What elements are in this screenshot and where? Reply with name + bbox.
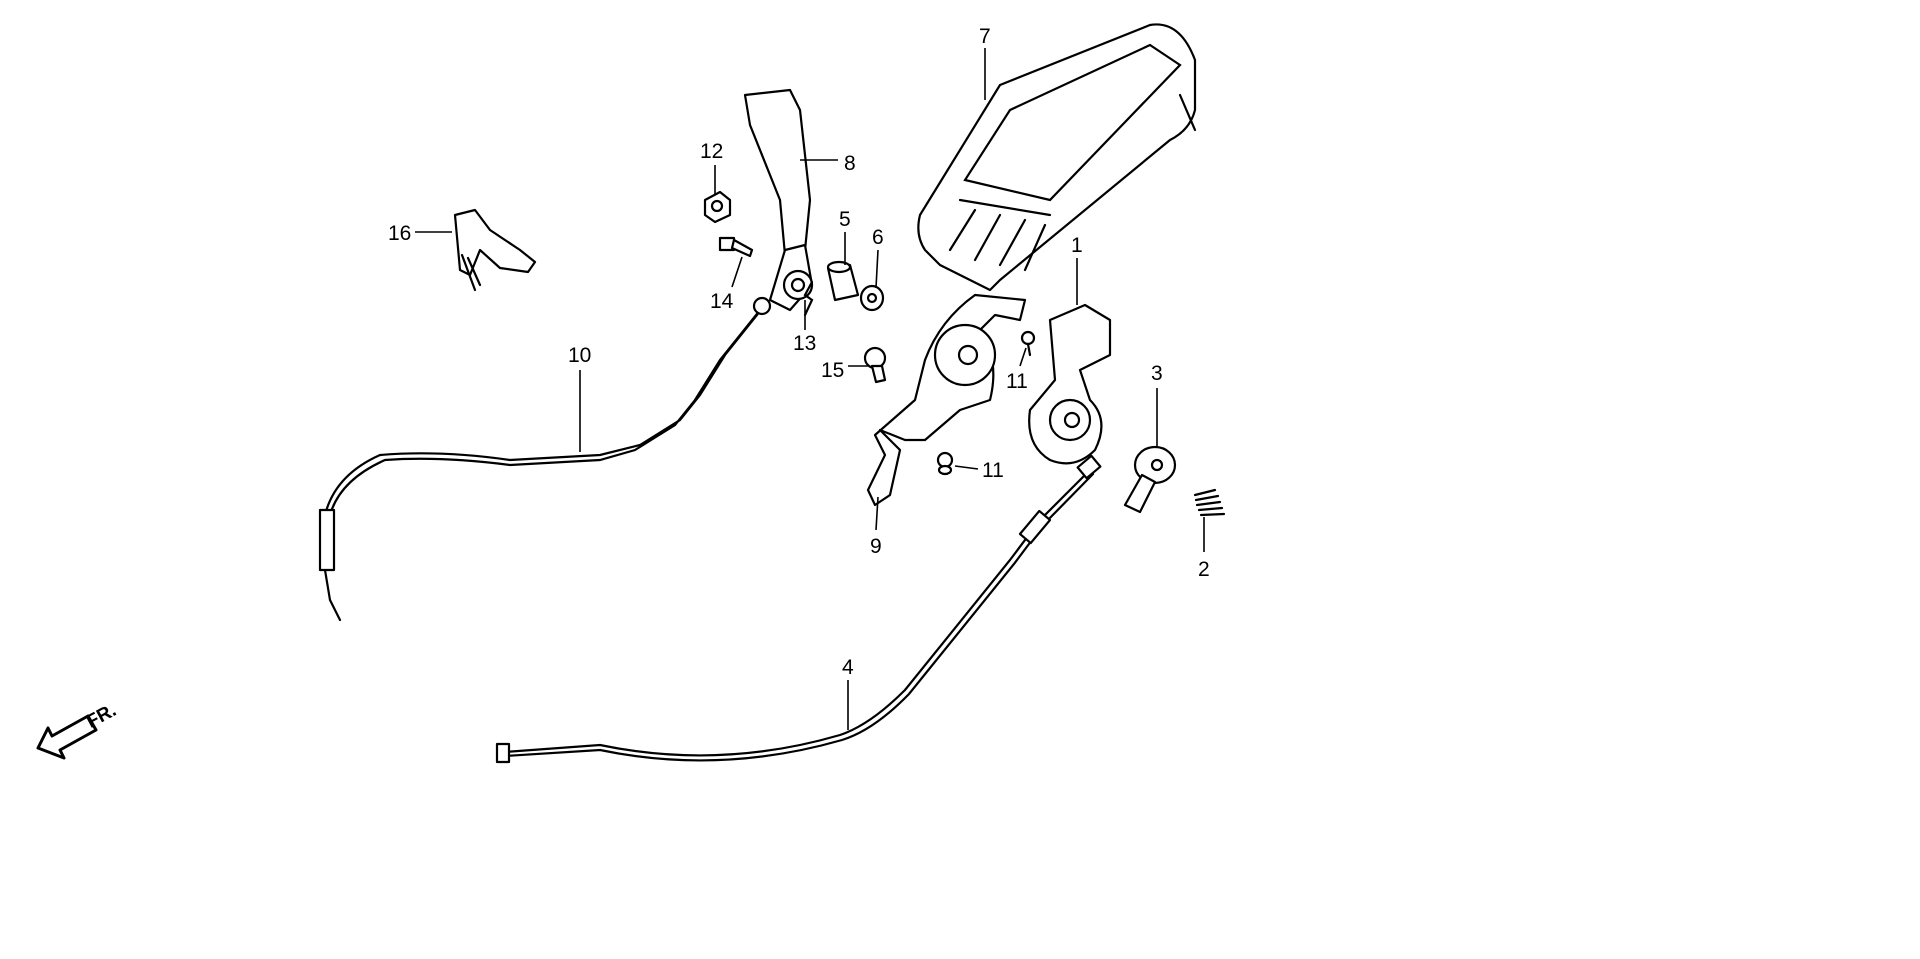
part-5-collar: [826, 260, 860, 302]
part-6-washer: [859, 284, 885, 312]
callout-10: 10: [568, 344, 591, 367]
part-12-nut: [703, 190, 732, 224]
part-8-lever: [743, 88, 814, 312]
callout-15: 15: [821, 359, 844, 382]
part-14-bolt: [718, 236, 754, 258]
callout-9: 9: [870, 535, 882, 558]
part-10-cable: [318, 296, 772, 622]
part-4-cable: [495, 454, 1102, 764]
part-9-bracket: [866, 293, 1027, 507]
callout-13: 13: [793, 332, 816, 355]
callout-16: 16: [388, 222, 411, 245]
callout-5: 5: [839, 208, 851, 231]
callout-8: 8: [844, 152, 856, 175]
part-11-screw: [936, 451, 954, 476]
part-13-pin: [803, 280, 814, 317]
part-2-spring: [1193, 488, 1226, 517]
callout-2: 2: [1198, 558, 1210, 581]
part-15-bolt: [863, 346, 887, 384]
callout-1: 1: [1071, 234, 1083, 257]
leader-lines: [415, 48, 1205, 730]
part-11-screw: [1020, 330, 1036, 357]
callout-4: 4: [842, 656, 854, 679]
callout-11a: 11: [1006, 370, 1028, 393]
part-16-clamp: [453, 208, 537, 292]
part-7-cover: [917, 23, 1197, 292]
callout-11b: 11: [982, 459, 1004, 482]
callout-3: 3: [1151, 362, 1163, 385]
part-3-plate: [1123, 445, 1177, 514]
front-direction-arrow-icon: [36, 714, 98, 760]
part-1-throttle-lever: [1028, 303, 1112, 465]
callout-7: 7: [979, 25, 991, 48]
callout-12: 12: [700, 140, 723, 163]
callout-14: 14: [710, 290, 734, 313]
callout-6: 6: [872, 226, 884, 249]
